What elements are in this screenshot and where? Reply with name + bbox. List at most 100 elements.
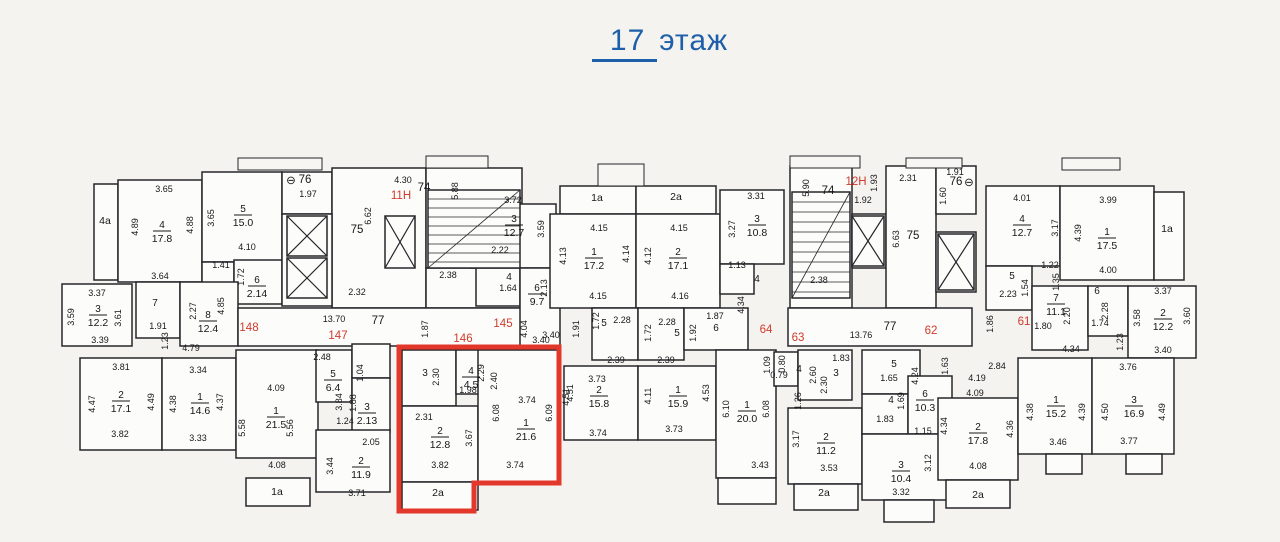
- dimension-label: 4.09: [966, 388, 984, 398]
- room-area-label: 6.4: [326, 382, 341, 394]
- dimension-label: 3.46: [1049, 437, 1067, 447]
- room-area-label: 10.8: [747, 227, 768, 239]
- balc-label: 2а: [818, 487, 830, 499]
- big-label: 74: [822, 185, 835, 197]
- dimension-label: 1.93: [869, 174, 879, 192]
- room-1-15_9: [637, 365, 717, 441]
- dimension-label: 2.32: [348, 287, 366, 297]
- dimension-label: 3.39: [91, 335, 109, 345]
- dimension-label: 1.98: [459, 385, 477, 395]
- dimension-label: 1.86: [985, 315, 995, 333]
- dimension-label: 2.20: [1062, 307, 1072, 325]
- room-number-label: 4: [159, 220, 165, 231]
- room-number-label: 1: [197, 392, 203, 403]
- dimension-label: 1.41: [212, 260, 230, 270]
- dimension-label: 3.17: [1050, 219, 1060, 237]
- room-1-21_6-highlight: [477, 349, 561, 483]
- dimension-label: 2.28: [1100, 302, 1110, 320]
- room-number-label: 1: [1053, 395, 1059, 406]
- dimension-label: 6.63: [891, 230, 901, 248]
- room-number-label: 2: [675, 247, 681, 258]
- room-number-label: 5: [330, 369, 336, 380]
- dimension-label: 4.38: [1025, 403, 1035, 421]
- dimension-label: 3.40: [1154, 345, 1172, 355]
- apt-label: 64: [760, 324, 773, 336]
- room-area-label: 17.8: [968, 435, 989, 447]
- room-area-label: 11.9: [351, 469, 371, 481]
- balc-label: 2а: [432, 487, 444, 499]
- dimension-label: 2.39: [657, 355, 675, 365]
- room-7-11_1: [1031, 285, 1089, 351]
- dimension-label: 4.08: [268, 460, 286, 470]
- room-area-label: 4.5: [464, 379, 479, 391]
- dimension-label: 3.12: [923, 454, 933, 472]
- dimension-label: 3.76: [1119, 362, 1137, 372]
- unum-label: 6: [1094, 286, 1100, 297]
- room-area-label: 10.3: [915, 402, 936, 414]
- dimension-label: 3.59: [536, 220, 546, 238]
- dimension-label: 3.73: [588, 374, 606, 384]
- dimension-label: 4.08: [969, 461, 987, 471]
- dimension-label: 4.10: [238, 242, 256, 252]
- dimension-label: 4.88: [185, 216, 195, 234]
- apt-label: 61: [1018, 316, 1031, 328]
- dimension-label: 4.16: [671, 291, 689, 301]
- big-label: 75: [351, 224, 364, 236]
- room-7-bath: [135, 281, 181, 339]
- bath-3-147: [351, 377, 391, 433]
- dimension-label: 4.36: [1005, 420, 1015, 438]
- dimension-label: 3.61: [113, 309, 123, 327]
- stair-run-line: [791, 191, 851, 299]
- unum-label: 4: [796, 364, 802, 375]
- dimension-label: 5.56: [285, 419, 295, 437]
- dimension-label: 2.28: [613, 315, 631, 325]
- room-number-label: 6: [922, 389, 928, 400]
- room-area-label: 12.4: [198, 323, 219, 335]
- dimension-label: 3.65: [206, 209, 216, 227]
- dimension-label: 3.58: [1132, 309, 1142, 327]
- dimension-label: 3.40: [542, 330, 560, 340]
- room-6-2_14: [233, 259, 283, 305]
- room-8-12_4: [179, 281, 239, 347]
- dimension-label: 2.28: [658, 317, 676, 327]
- dimension-label: 1.91: [149, 321, 167, 331]
- dimension-label: 2.60: [808, 366, 818, 384]
- dimension-label: 3.17: [791, 430, 801, 448]
- room-number-label: 1: [744, 400, 750, 411]
- room-number-label: 3: [1131, 395, 1137, 406]
- dimension-label: 3.65: [155, 184, 173, 194]
- dimension-label: 1.72: [591, 312, 601, 330]
- dimension-label: 1.09: [762, 356, 772, 374]
- dimension-label: 2.22: [491, 245, 509, 255]
- balcony-1a-left: [245, 477, 311, 507]
- room-number-label: 2: [118, 390, 124, 401]
- dimension-label: 2.30: [431, 368, 441, 386]
- dimension-label: 1.24: [336, 416, 354, 426]
- dimension-label: 3.73: [665, 424, 683, 434]
- dimension-label: 2.38: [810, 275, 828, 285]
- dimension-label: 3.31: [747, 191, 765, 201]
- room-area-label: 11.1: [1046, 306, 1066, 318]
- dimension-label: 4.34: [736, 296, 746, 314]
- room-area-label: 12.2: [1153, 321, 1174, 333]
- room-2-15_8: [563, 365, 639, 441]
- dimension-label: 4.09: [267, 383, 285, 393]
- balc-label: 1а: [271, 486, 283, 498]
- room-area-label: 2.14: [247, 288, 268, 300]
- room-area-label: 17.1: [111, 403, 132, 415]
- dimension-label: 1.83: [832, 353, 850, 363]
- room-number-label: 1: [591, 247, 597, 258]
- dimension-label: 2.27: [188, 302, 198, 320]
- room-number-label: 6: [254, 275, 260, 286]
- dimension-label: 3.32: [892, 487, 910, 497]
- dimension-label: 6.08: [491, 404, 501, 422]
- big-label: 77: [372, 315, 385, 327]
- room-number-label: 8: [205, 310, 211, 321]
- unum-label: 5: [1009, 271, 1015, 282]
- elevator-cross-line: [286, 257, 328, 299]
- dimension-label: 4.19: [968, 373, 986, 383]
- dimension-label: 3.82: [431, 460, 449, 470]
- dimension-label: 1.22: [1041, 260, 1059, 270]
- dimension-label: 4.51: [565, 384, 575, 402]
- dimension-label: 1.72: [236, 268, 246, 286]
